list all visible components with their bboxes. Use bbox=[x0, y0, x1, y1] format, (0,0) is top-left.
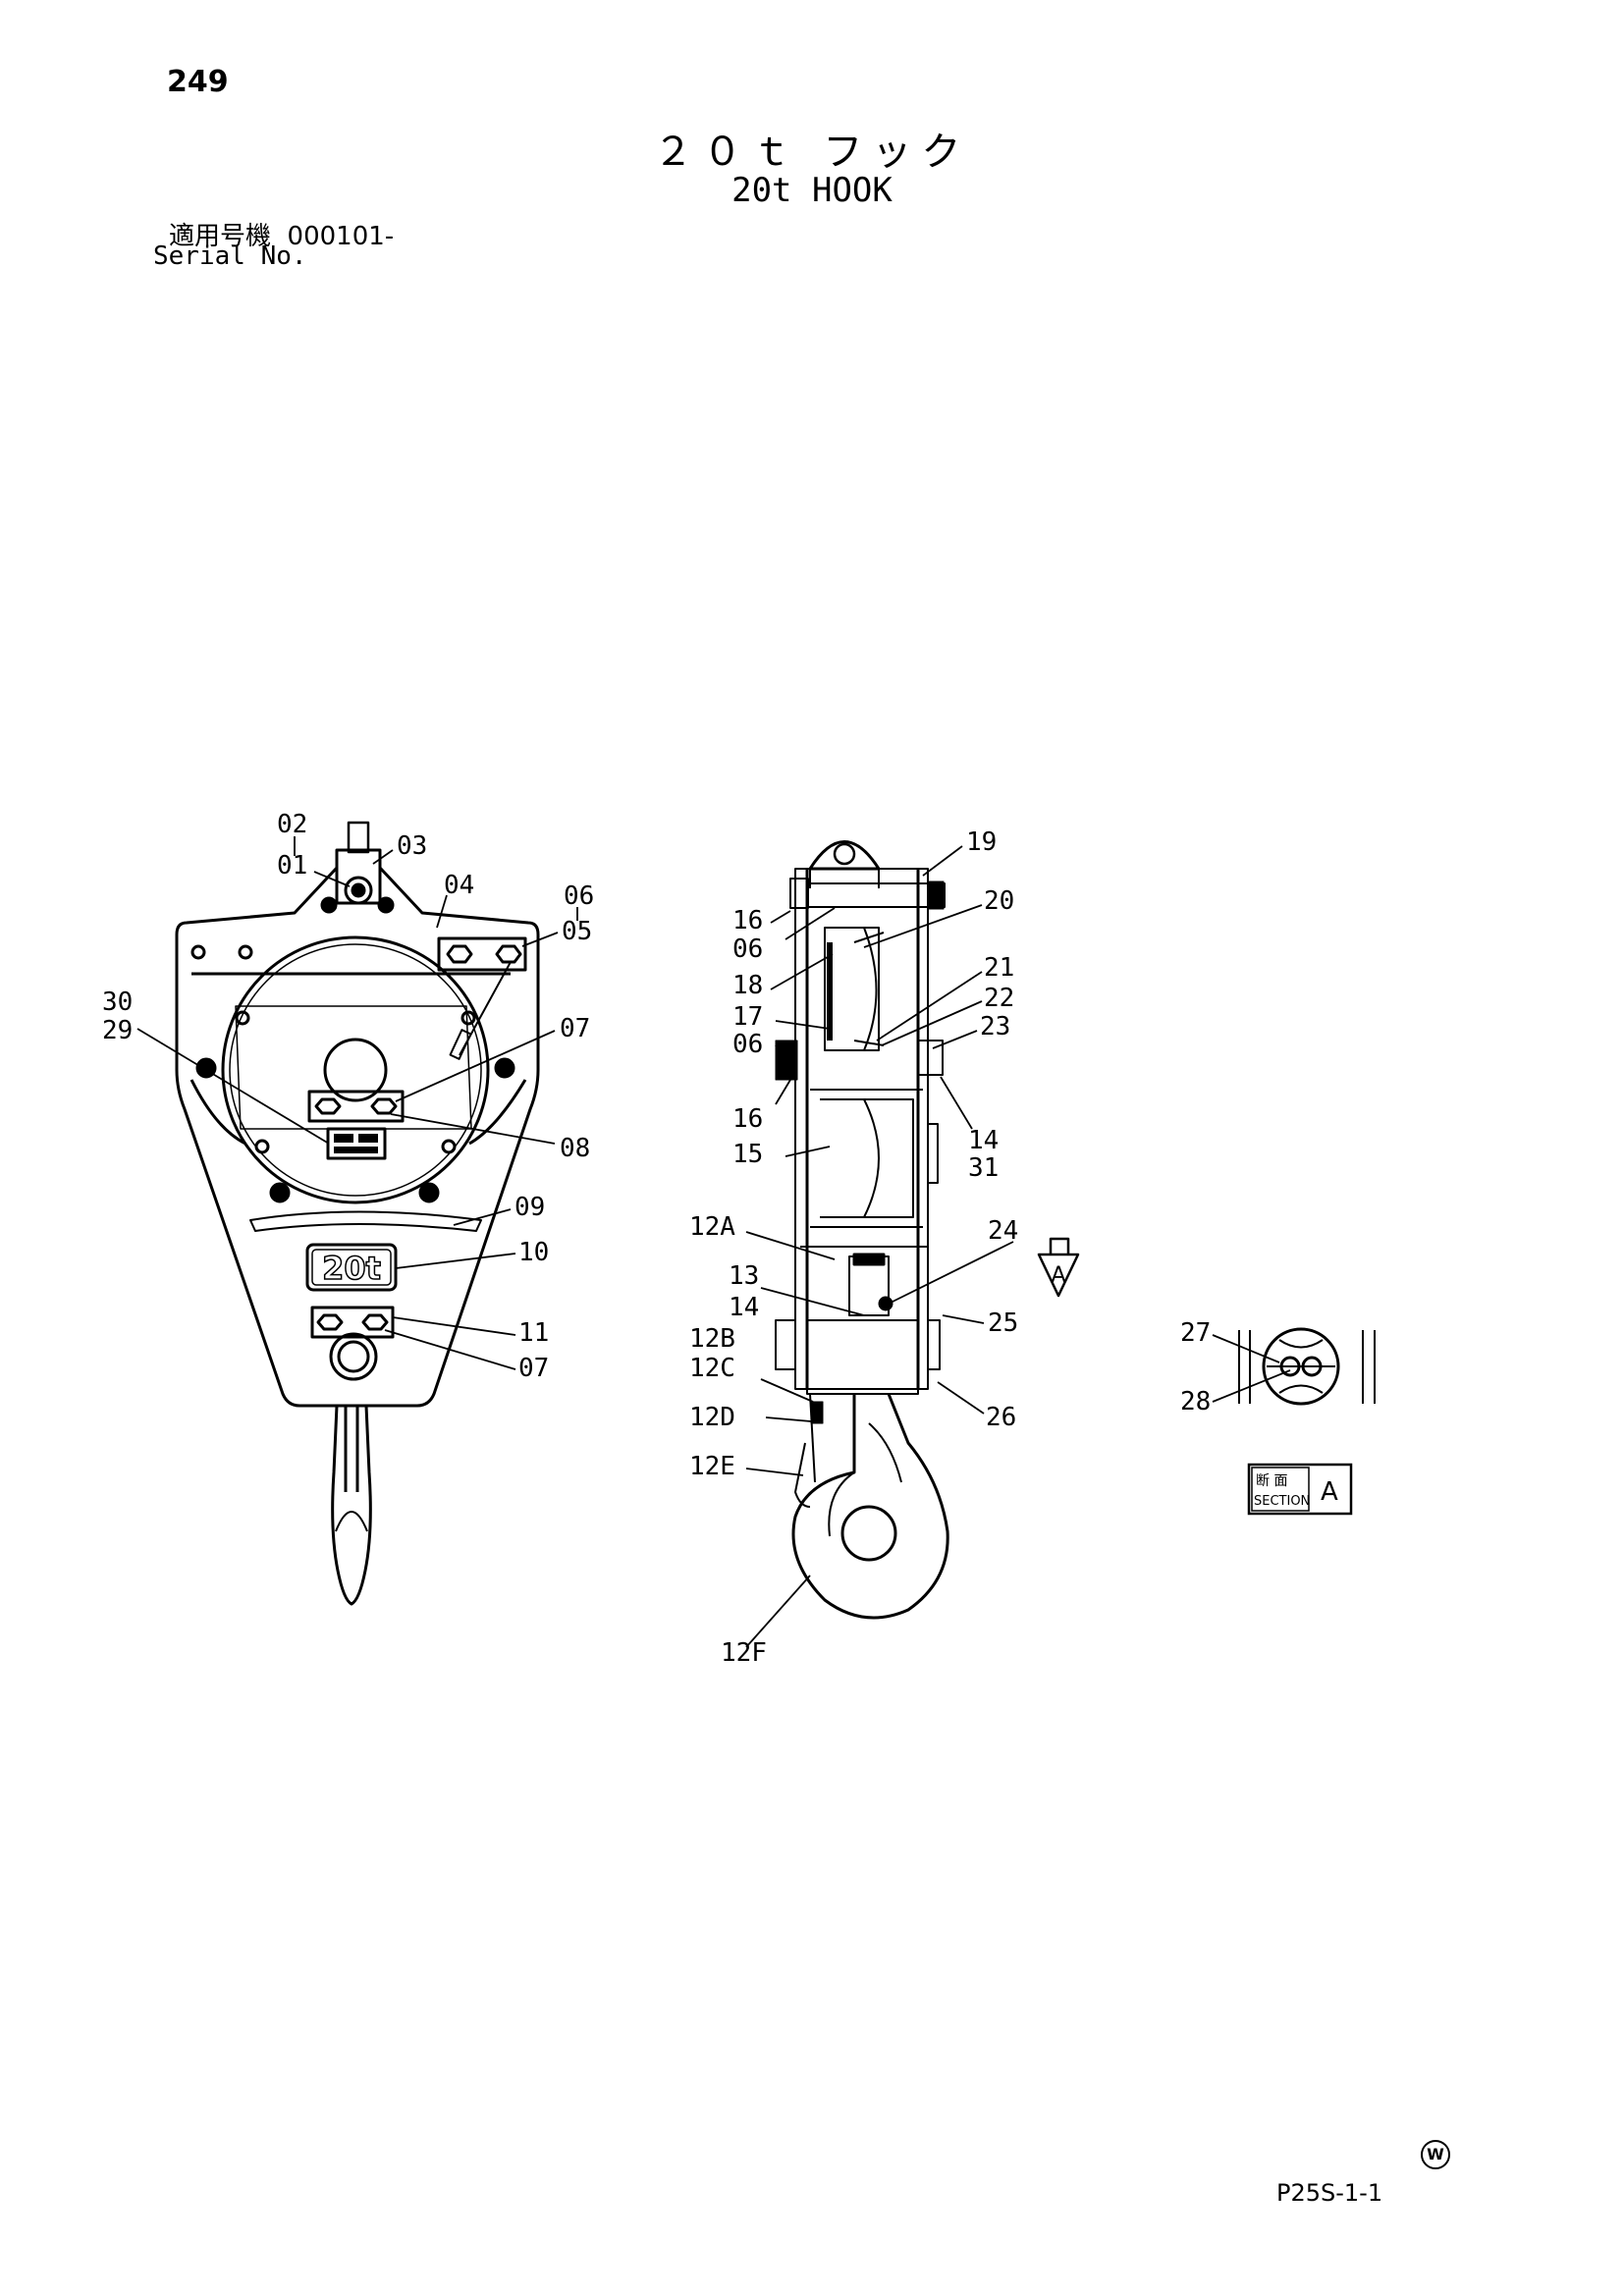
section-view-labels: 27 28 断 面 SECTION A bbox=[1180, 1318, 1353, 1516]
label-22: 22 bbox=[984, 984, 1014, 1013]
label-24: 24 bbox=[988, 1216, 1018, 1246]
label-08: 08 bbox=[560, 1134, 590, 1163]
label-27: 27 bbox=[1180, 1318, 1211, 1348]
side-view bbox=[775, 840, 949, 1620]
label-21: 21 bbox=[984, 953, 1014, 983]
serial-label-en: Serial No. bbox=[153, 241, 307, 271]
label-10: 10 bbox=[518, 1238, 549, 1267]
label-23: 23 bbox=[980, 1012, 1010, 1041]
label-12F: 12F bbox=[721, 1638, 767, 1668]
label-11: 11 bbox=[518, 1318, 549, 1348]
label-25: 25 bbox=[988, 1308, 1018, 1338]
section-view bbox=[1238, 1327, 1376, 1406]
label-26: 26 bbox=[986, 1403, 1016, 1432]
label-09: 09 bbox=[514, 1193, 545, 1222]
label-12D: 12D bbox=[689, 1403, 735, 1432]
label-05: 05 bbox=[562, 917, 592, 946]
label-12C: 12C bbox=[689, 1354, 735, 1383]
label-19: 19 bbox=[966, 828, 997, 857]
label-04: 04 bbox=[444, 871, 474, 900]
title-english: 20t HOOK bbox=[731, 171, 893, 210]
label-20: 20 bbox=[984, 886, 1014, 916]
plate-20t-text: 20t bbox=[322, 1250, 381, 1287]
serial-value: 000101- bbox=[287, 222, 395, 251]
label-31: 31 bbox=[968, 1153, 999, 1183]
label-06-upper: 06 bbox=[732, 934, 763, 964]
label-16-upper: 16 bbox=[732, 906, 763, 935]
view-arrow bbox=[1037, 1237, 1080, 1298]
label-06: 06 bbox=[564, 881, 594, 911]
label-02: 02 bbox=[277, 810, 307, 839]
label-15: 15 bbox=[732, 1140, 763, 1169]
label-18: 18 bbox=[732, 971, 763, 1000]
serial-line: 適用号機 000101- bbox=[169, 216, 394, 252]
section-letter: A bbox=[1321, 1477, 1338, 1507]
section-label-en: SECTION bbox=[1254, 1494, 1310, 1509]
label-07-lower: 07 bbox=[518, 1354, 549, 1383]
serial-label-jp: 適用号機 bbox=[169, 222, 272, 251]
label-17: 17 bbox=[732, 1002, 763, 1032]
section-label-jp: 断 面 bbox=[1256, 1473, 1287, 1489]
title-japanese: ２０ｔ フック bbox=[653, 130, 971, 175]
front-view-labels: 02 01 03 04 06 05 30 29 07 08 09 10 11 0… bbox=[102, 810, 594, 1383]
label-12E: 12E bbox=[689, 1452, 735, 1481]
label-07-upper: 07 bbox=[560, 1014, 590, 1043]
watermark-icon: W bbox=[1421, 2140, 1450, 2169]
label-14-lower: 14 bbox=[729, 1293, 759, 1322]
label-29: 29 bbox=[102, 1016, 133, 1045]
label-14-upper: 14 bbox=[968, 1126, 999, 1155]
leader-lines bbox=[136, 836, 1291, 1648]
label-12A: 12A bbox=[689, 1212, 735, 1242]
label-16-lower: 16 bbox=[732, 1104, 763, 1134]
page-number: 249 bbox=[167, 65, 229, 99]
label-06-lower: 06 bbox=[732, 1030, 763, 1059]
side-view-labels: 19 16 06 20 18 21 22 17 23 06 16 14 31 1… bbox=[689, 828, 1066, 1668]
label-12B: 12B bbox=[689, 1324, 735, 1354]
label-03: 03 bbox=[397, 831, 427, 861]
section-a-box: 断 面 SECTION A bbox=[1247, 1463, 1353, 1516]
view-arrow-letter: A bbox=[1051, 1263, 1065, 1288]
label-28: 28 bbox=[1180, 1387, 1211, 1416]
label-01: 01 bbox=[277, 851, 307, 881]
footer-code: P25S-1-1 bbox=[1276, 2179, 1383, 2207]
front-view bbox=[175, 821, 540, 1606]
label-13: 13 bbox=[729, 1261, 759, 1291]
label-30: 30 bbox=[102, 988, 133, 1017]
